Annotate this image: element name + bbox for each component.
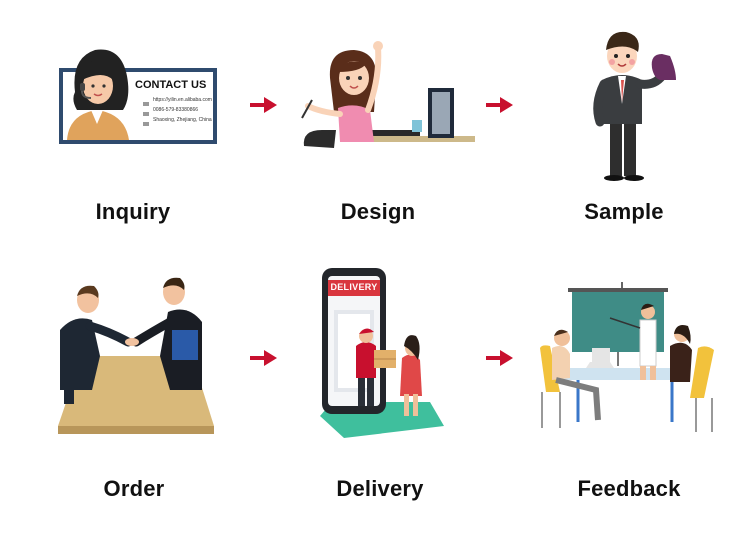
step-design <box>300 38 480 156</box>
arrow-right-icon <box>486 348 514 368</box>
step-delivery: DELIVERY <box>318 266 448 440</box>
contact-card-phone: 0086-579-83380866 <box>153 107 198 113</box>
step-label-delivery: Delivery <box>280 476 480 502</box>
step-inquiry: CONTACT US https://yilin.en.alibaba.com … <box>55 28 220 150</box>
delivery-sign: DELIVERY <box>330 282 378 292</box>
contact-card-address: Shaoxing, Zhejiang, China <box>153 117 212 123</box>
step-order <box>52 270 222 438</box>
arrow-right-icon <box>486 95 514 115</box>
designer-at-desk-icon <box>300 38 480 156</box>
contact-card-heading: CONTACT US <box>135 79 206 91</box>
arrow-right-icon <box>250 348 278 368</box>
contact-card-url: https://yilin.en.alibaba.com <box>153 97 212 103</box>
step-label-sample: Sample <box>524 199 724 225</box>
step-sample <box>580 24 690 184</box>
phone-delivery-icon <box>318 266 448 440</box>
meeting-presentation-icon <box>538 282 718 438</box>
step-label-inquiry: Inquiry <box>33 199 233 225</box>
step-label-order: Order <box>34 476 234 502</box>
step-feedback <box>538 282 718 438</box>
step-label-design: Design <box>278 199 478 225</box>
man-with-shoe-sample-icon <box>580 24 690 184</box>
handshake-at-table-icon <box>52 270 222 438</box>
arrow-right-icon <box>250 95 278 115</box>
step-label-feedback: Feedback <box>529 476 729 502</box>
